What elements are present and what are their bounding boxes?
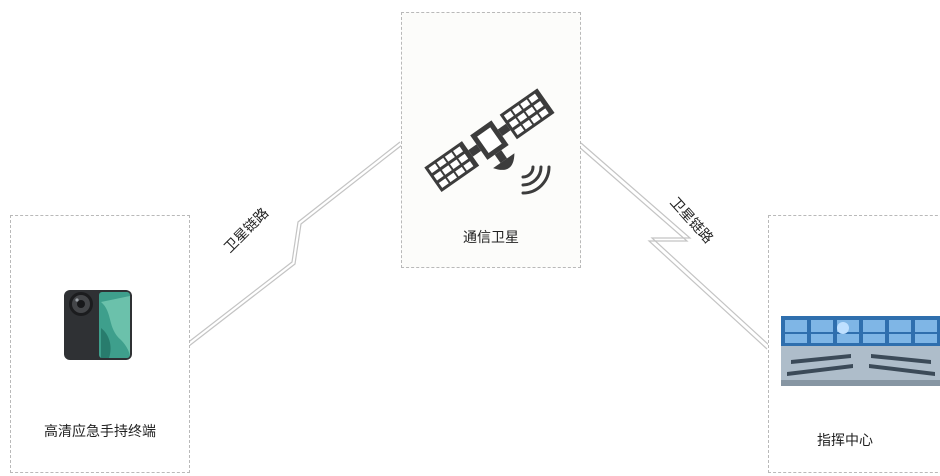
command-label: 指挥中心	[817, 433, 873, 449]
control-room-icon	[781, 316, 940, 386]
right-satellite-link	[577, 142, 771, 350]
satellite-icon	[424, 88, 555, 195]
left-satellite-link	[185, 141, 403, 347]
terminal-label: 高清应急手持终端	[44, 424, 156, 440]
smartphone-icon	[64, 290, 132, 360]
satellite-label: 通信卫星	[463, 230, 519, 246]
satellite-node: 通信卫星	[401, 12, 581, 268]
terminal-node: 高清应急手持终端	[10, 215, 190, 473]
command-node: 指挥中心	[768, 215, 940, 473]
